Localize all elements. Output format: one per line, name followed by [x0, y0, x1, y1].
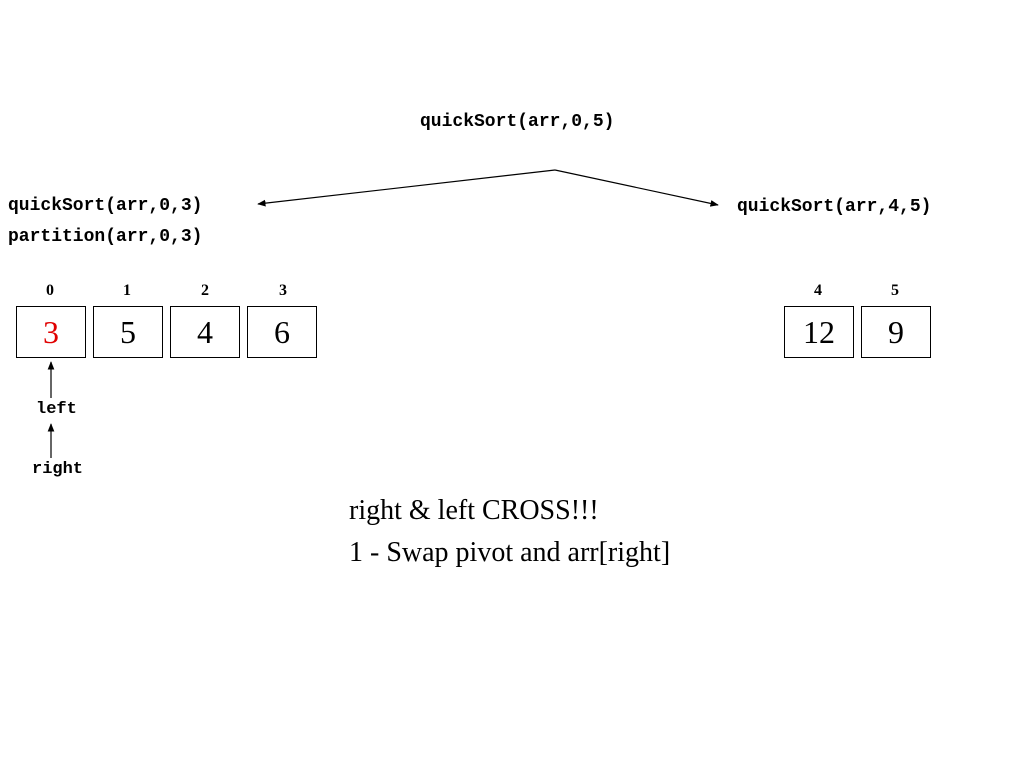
array-index: 1 [123, 282, 131, 299]
swap-note: 1 - Swap pivot and arr[right] [349, 537, 671, 568]
array-cell: 5 [93, 306, 163, 358]
array-cell: 9 [861, 306, 931, 358]
left-pointer-label: left [36, 400, 77, 419]
array-cell: 12 [784, 306, 854, 358]
array-index: 2 [201, 282, 209, 299]
array-cell-pivot: 3 [16, 306, 86, 358]
array-index: 3 [279, 282, 287, 299]
right-pointer-label: right [32, 460, 84, 479]
array-cell: 4 [170, 306, 240, 358]
array-index: 5 [891, 282, 899, 299]
arrow-to-left-call [257, 169, 556, 207]
left-call-label: quickSort(arr,0,3) [8, 196, 203, 216]
right-call-label: quickSort(arr,4,5) [737, 197, 932, 217]
arrow-to-right-call [554, 169, 719, 207]
array-index: 4 [814, 282, 822, 299]
cross-note: right & left CROSS!!! [349, 495, 599, 526]
array-index: 0 [46, 282, 54, 299]
array-cell: 6 [247, 306, 317, 358]
left-partition-label: partition(arr,0,3) [8, 227, 203, 247]
root-call-label: quickSort(arr,0,5) [420, 112, 615, 132]
